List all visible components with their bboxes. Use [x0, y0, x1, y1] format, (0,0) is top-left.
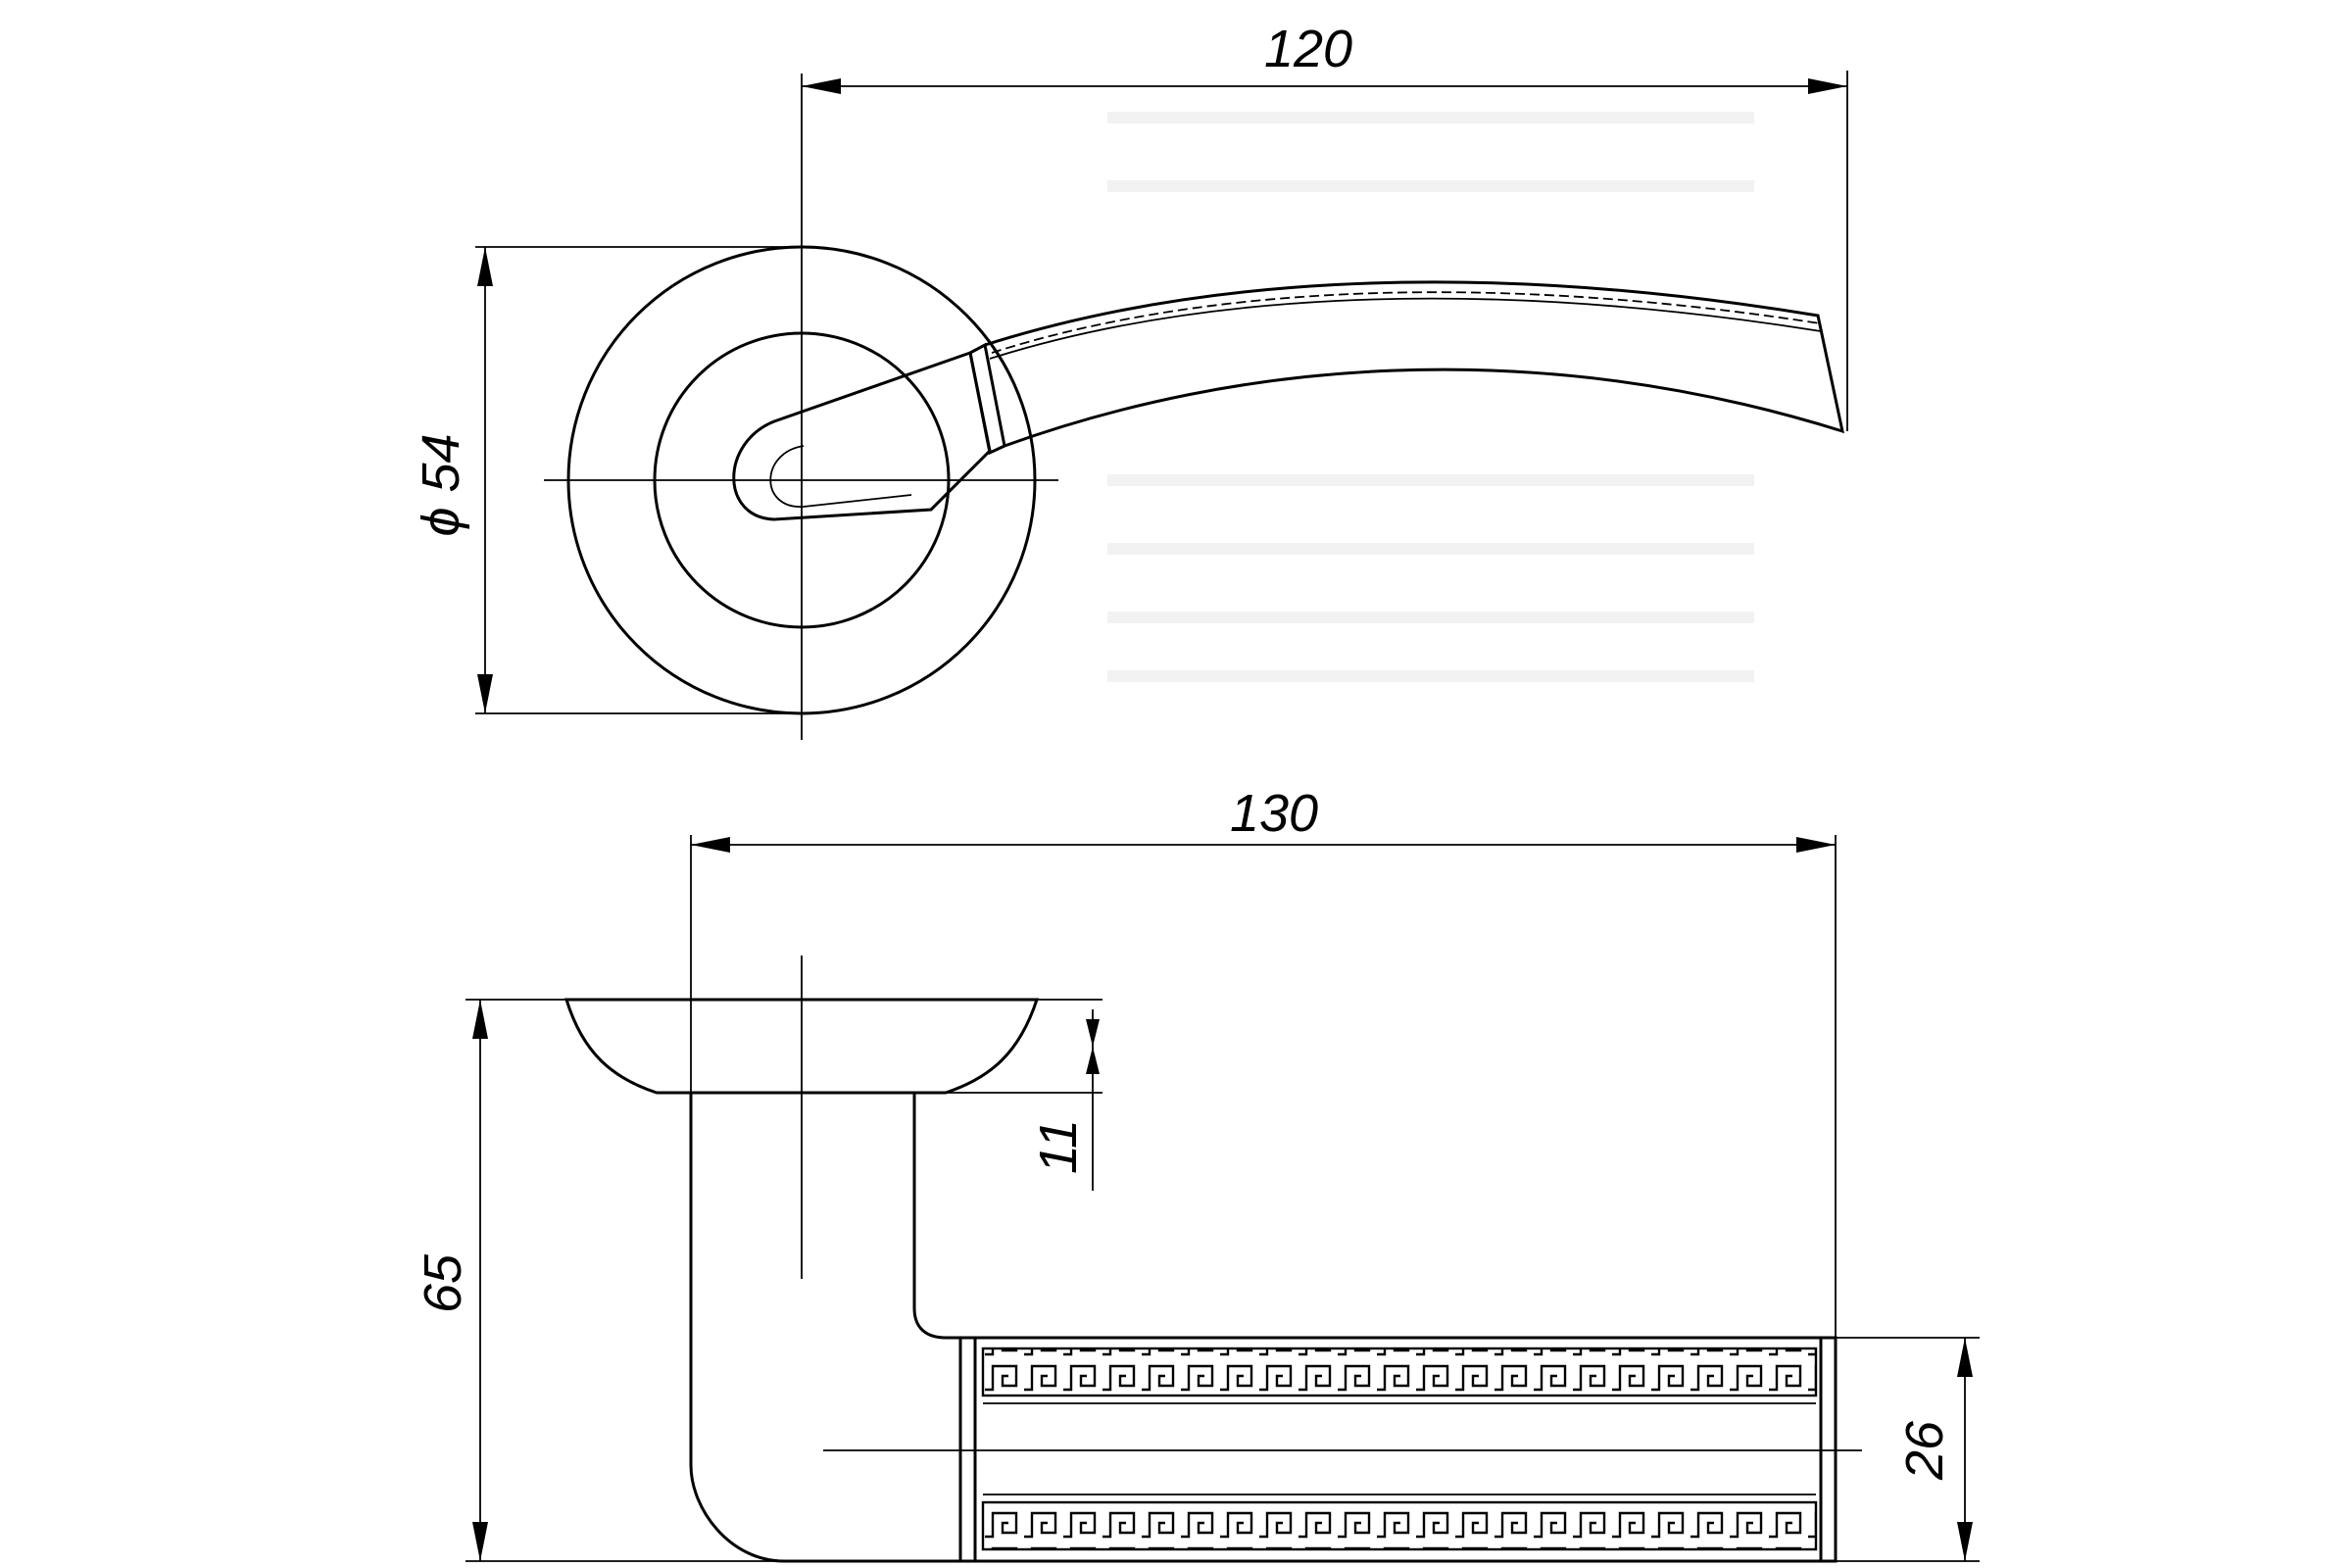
- lever-neck: [732, 351, 992, 521]
- meander-band-bottom: [981, 1500, 1818, 1551]
- dimension-phi-54: ϕ 54: [412, 246, 802, 714]
- lever-shank-back: [912, 1093, 960, 1340]
- dimension-26: 26: [1836, 1337, 1980, 1562]
- dim-11-label: 11: [1029, 1119, 1088, 1174]
- dimension-65: 65: [414, 999, 784, 1562]
- lever-grip: [973, 1336, 1838, 1563]
- lever-collar: [968, 342, 1006, 456]
- dimension-120: 120: [802, 20, 1848, 431]
- meander-band-top: [981, 1347, 1818, 1397]
- lever-decor-strip: [989, 297, 1822, 360]
- dimension-130: 130: [690, 784, 1837, 1338]
- dim-65-label: 65: [414, 1253, 472, 1313]
- top-view: 120 ϕ 54: [412, 20, 1848, 740]
- dim-120-label: 120: [1264, 20, 1352, 78]
- dim-phi-54-label: ϕ 54: [412, 433, 470, 536]
- background-ghost-lines: [1107, 112, 1754, 682]
- dimension-11: 11: [946, 999, 1102, 1191]
- dim-26-label: 26: [1895, 1420, 1954, 1481]
- dim-130-label: 130: [1230, 784, 1318, 843]
- lever-body: [984, 280, 1844, 448]
- side-view: 130 65 11 26: [414, 784, 1980, 1563]
- lever-neck-inner: [769, 445, 912, 508]
